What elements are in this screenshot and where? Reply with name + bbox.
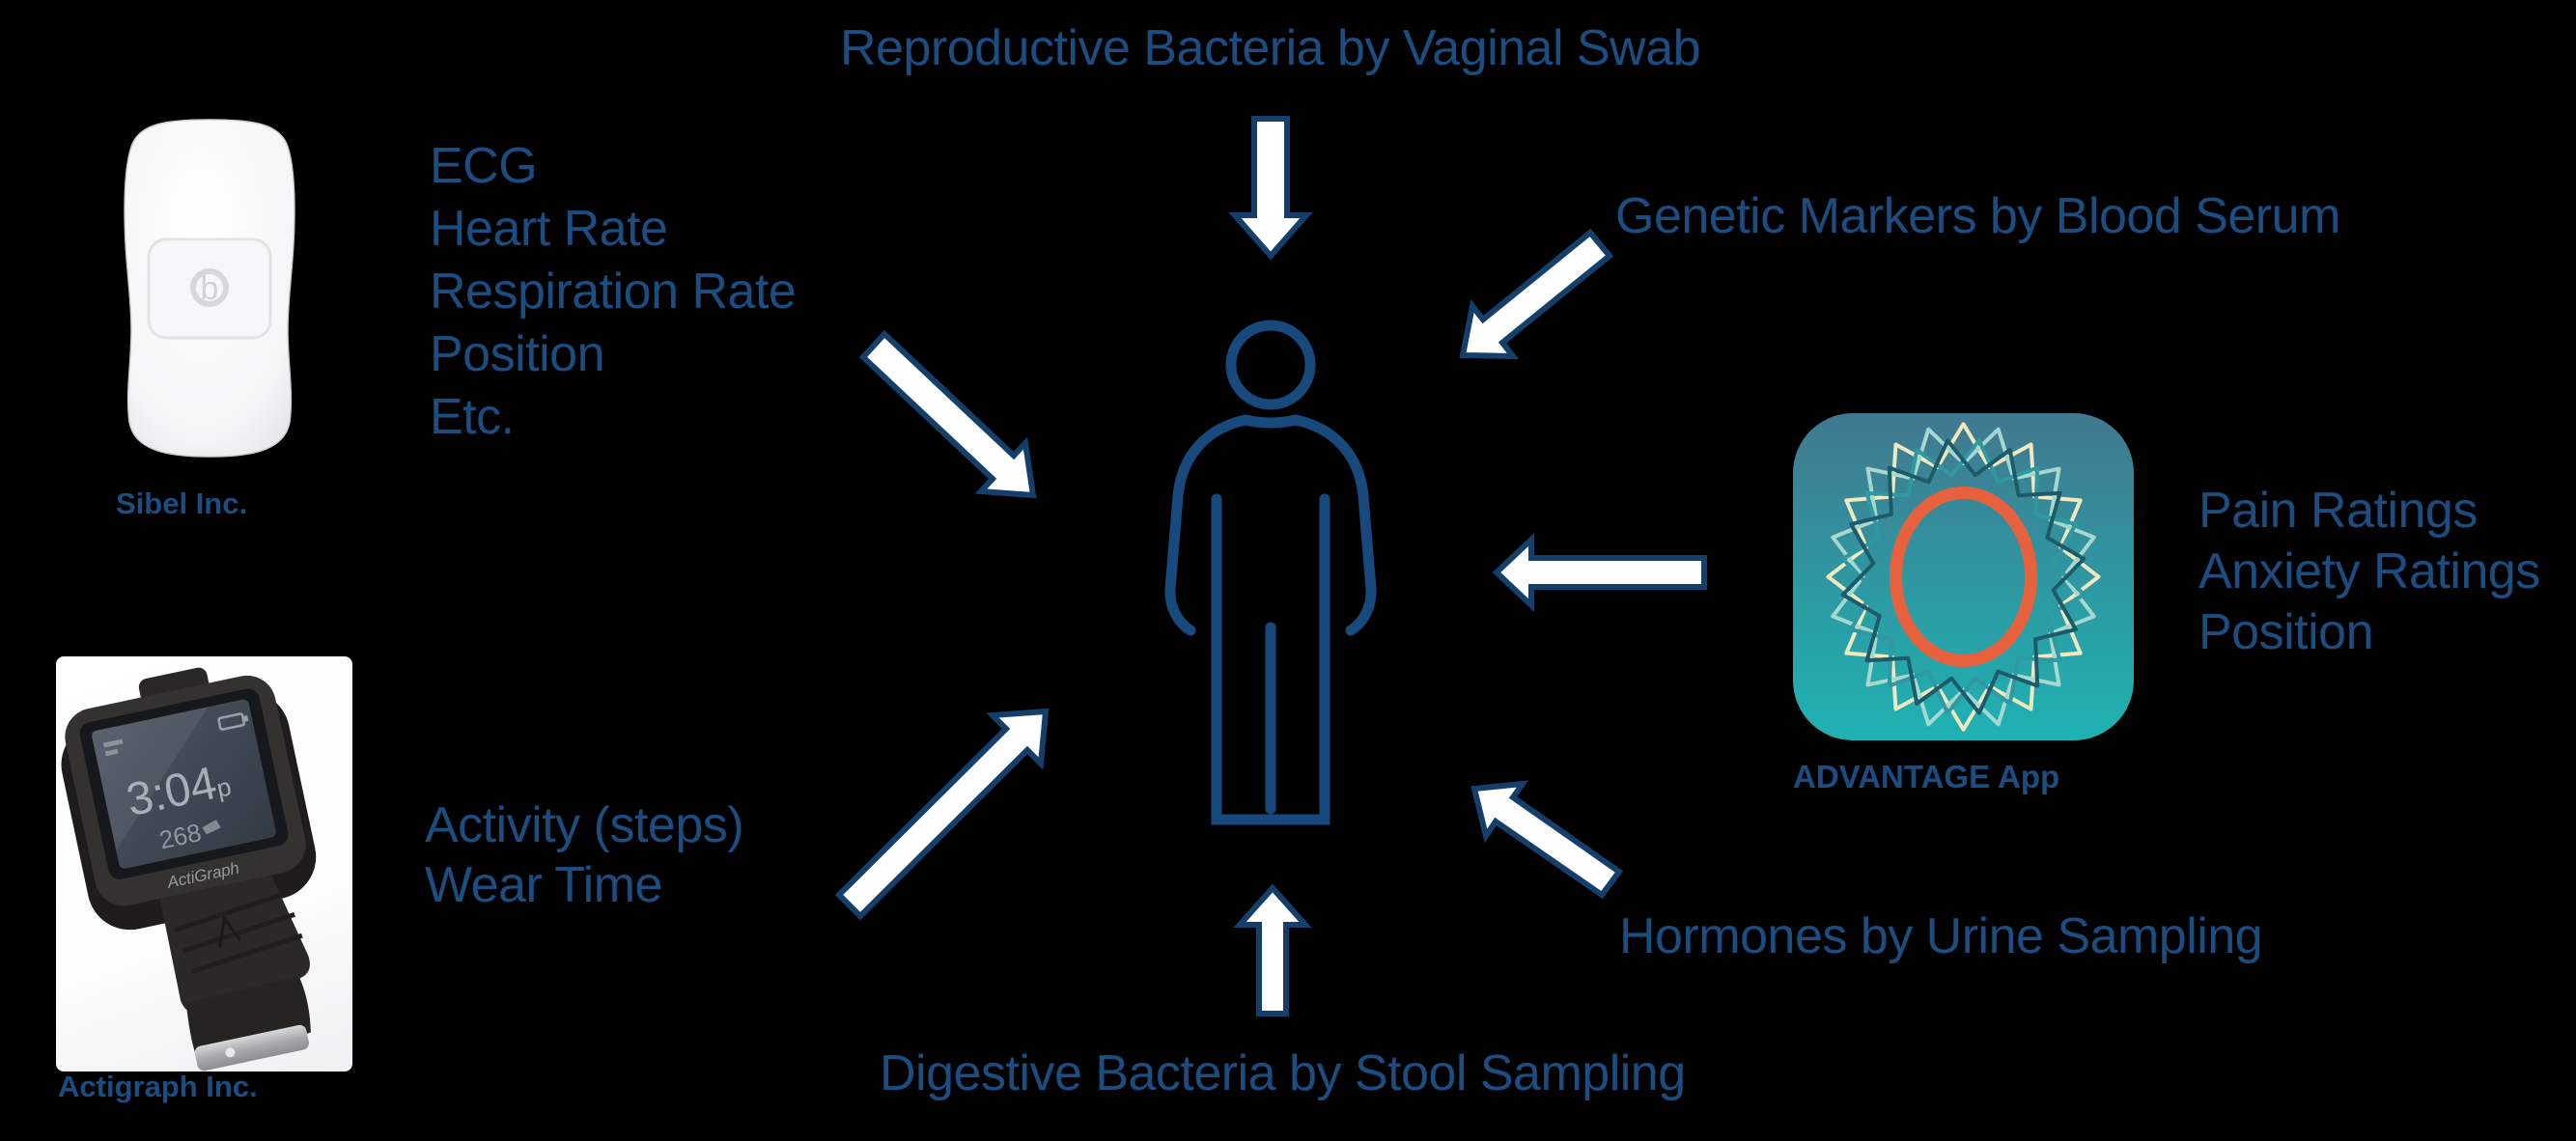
- actigraph-metric-weartime: Wear Time: [425, 857, 662, 913]
- sibel-sensor-photo: b: [124, 119, 295, 458]
- app-metric-pain: Pain Ratings: [2198, 483, 2478, 539]
- actigraph-watch-icon: 3:04p 268 ActiGraph: [61, 667, 317, 1071]
- mandala-star-ring: [1831, 427, 2096, 727]
- actigraph-metrics: Activity (steps) Wear Time: [425, 795, 744, 915]
- label-digestive-bacteria: Digestive Bacteria by Stool Sampling: [880, 1045, 1686, 1101]
- advantage-app-caption: ADVANTAGE App: [1793, 759, 2060, 794]
- actigraph-watch-photo: 3:04p 268 ActiGraph: [56, 656, 352, 1071]
- mandala-star-ring: [1840, 438, 2086, 715]
- mandala-orange-ring: [1890, 487, 2037, 667]
- app-metric-anxiety: Anxiety Ratings: [2198, 543, 2540, 599]
- sibel-caption: Sibel Inc.: [116, 487, 248, 520]
- watch-shoe-icon: [202, 820, 221, 835]
- sibel-metric-etc: Etc.: [430, 389, 515, 445]
- sibel-metric-ecg: ECG: [430, 138, 538, 194]
- arrow-left-from-advantage-app-icon: [1492, 533, 1707, 612]
- label-genetic-markers: Genetic Markers by Blood Serum: [1615, 188, 2340, 244]
- arrow-downleft-from-blood-serum-icon: [1459, 228, 1614, 360]
- patch-logo-letter: b: [201, 270, 219, 307]
- watch-mode-icon: [102, 738, 124, 748]
- arrow-up-from-stool-sampling-icon: [1233, 883, 1312, 1016]
- label-reproductive-bacteria: Reproductive Bacteria by Vaginal Swab: [840, 20, 1701, 76]
- actigraph-caption: Actigraph Inc.: [58, 1070, 258, 1103]
- sibel-metric-resp: Respiration Rate: [430, 264, 797, 320]
- strap-logo-icon: [217, 914, 241, 948]
- arrow-downright-from-sibel-sensor-icon: [858, 329, 1037, 499]
- app-metrics: Pain Ratings Anxiety Ratings Position: [2198, 481, 2540, 663]
- watch-battery-icon: [217, 712, 246, 731]
- mandala-star-ring: [1840, 438, 2086, 715]
- label-hormones-urine: Hormones by Urine Sampling: [1619, 908, 2263, 964]
- sibel-metrics: ECG Heart Rate Respiration Rate Position…: [430, 135, 797, 449]
- sibel-metric-hr: Heart Rate: [430, 201, 668, 257]
- actigraph-metric-activity: Activity (steps): [425, 797, 744, 853]
- advantage-app-icon: [1793, 413, 2134, 740]
- watch-buckle: [194, 1024, 309, 1071]
- sibel-metric-pos: Position: [430, 326, 605, 382]
- person-icon: [1164, 320, 1377, 825]
- patch-module: [147, 237, 272, 340]
- app-metric-position: Position: [2198, 604, 2373, 660]
- patch-logo-ring: [190, 268, 229, 307]
- arrow-down-from-vaginal-swab-icon: [1228, 116, 1313, 261]
- app-mandala-icon: [1826, 422, 2101, 732]
- arrow-upleft-from-urine-sampling-icon: [1470, 780, 1624, 900]
- arrow-upright-from-actigraph-icon: [834, 708, 1050, 921]
- mandala-star-ring: [1826, 422, 2101, 732]
